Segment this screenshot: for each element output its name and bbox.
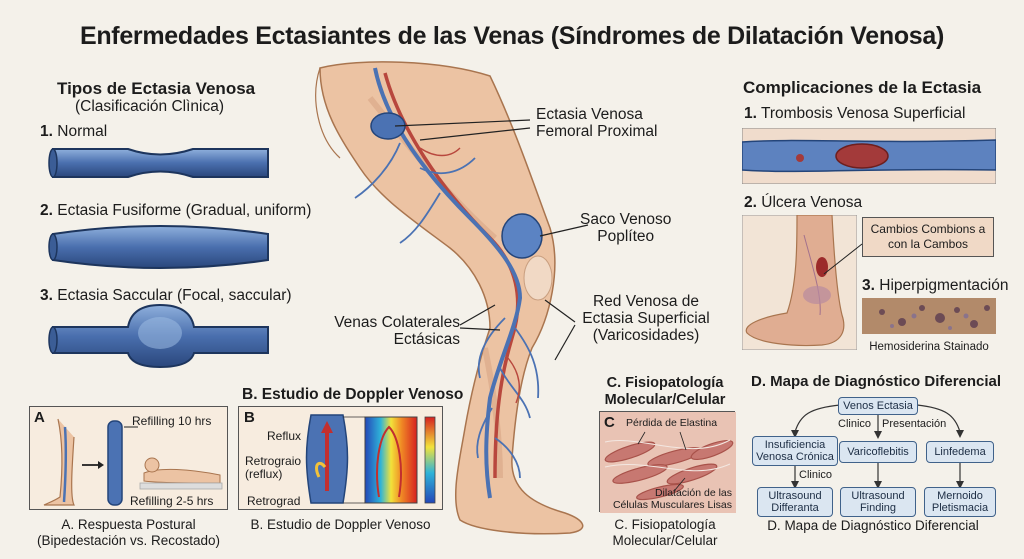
panel-b-heading: B. Estudio de Doppler Venoso: [242, 386, 464, 403]
ulcer-illustration: [742, 215, 857, 350]
leg-illustration: [315, 61, 584, 535]
label-elastina: Pérdida de Elastina: [626, 417, 718, 429]
normal-vein-illustration: [48, 148, 269, 178]
comp-trombosis-label: 1. Trombosis Venosa Superficial: [744, 105, 966, 122]
thrombosis-illustration: [742, 128, 996, 184]
ddx-node-linfedema: Linfedema: [926, 441, 994, 463]
tipo-saccular-label: 3. Ectasia Saccular (Focal, saccular): [40, 287, 292, 304]
comp-ulcera-label: 2. Úlcera Venosa: [744, 194, 863, 211]
panel-a-letter: A: [34, 409, 45, 426]
panel-a-illustration: [43, 418, 223, 506]
hyperpigmentation-illustration: [862, 298, 996, 334]
panel-d-heading: D. Mapa de Diagnóstico Diferencial: [751, 373, 1002, 390]
hemosiderina-label: Hemosiderina Stainado: [869, 341, 989, 353]
tipos-subheading: (Clasificación Clìnica): [75, 98, 225, 115]
panel-c-illustration: [600, 412, 736, 513]
panel-b-illustration: [305, 414, 436, 504]
panel-a-caption: A. Respuesta Postural(Bipedestación vs. …: [36, 517, 221, 548]
panel-b-caption: B. Estudio de Doppler Venoso: [250, 517, 431, 532]
panel-b-letter: B: [244, 409, 255, 426]
ddx-node-varicoflebitis: Varicoflebitis: [839, 441, 917, 463]
tipos-heading: Tipos de Ectasia Venosa: [57, 79, 256, 98]
refill-bottom: Refilling 2-5 hrs: [130, 494, 214, 508]
tipo-fusiforme-label: 2. Ectasia Fusiforme (Gradual, uniform): [40, 202, 312, 219]
complicaciones-heading: Complicaciones de la Ectasia: [743, 78, 982, 97]
ddx-clinico2-label: Clinico: [799, 469, 833, 481]
label-retrograio: Retrograio(reflux): [245, 454, 302, 481]
cambios-leader: [823, 243, 863, 275]
ddx-root: Venos Ectasia: [838, 397, 918, 415]
ddx-clinico-label: Clinico: [838, 418, 872, 430]
comp-hiperpigmentacion-label: 3. Hiperpigmentación: [862, 277, 1009, 294]
fusiform-vein-illustration: [48, 225, 269, 269]
panel-a-postural: A Refilling 10 hrs Refilling 2-5 hrs: [29, 406, 228, 510]
panel-b-doppler: B Reflux Retrograio(reflux) Retrograd: [238, 406, 443, 510]
refill-top: Refilling 10 hrs: [132, 414, 212, 428]
tipo-normal-label: 1. Normal: [40, 123, 108, 140]
panel-c-letter: C: [604, 414, 615, 431]
panel-d-caption: D. Mapa de Diagnóstico Diferencial: [767, 518, 979, 533]
page-title: Enfermedades Ectasiantes de las Venas (S…: [79, 22, 945, 50]
saccular-vein-illustration: [48, 303, 269, 369]
label-reflux: Reflux: [267, 429, 302, 443]
ddx-presentacion-label: Presentación: [882, 418, 947, 430]
label-retrograd: Retrograd: [247, 494, 301, 508]
